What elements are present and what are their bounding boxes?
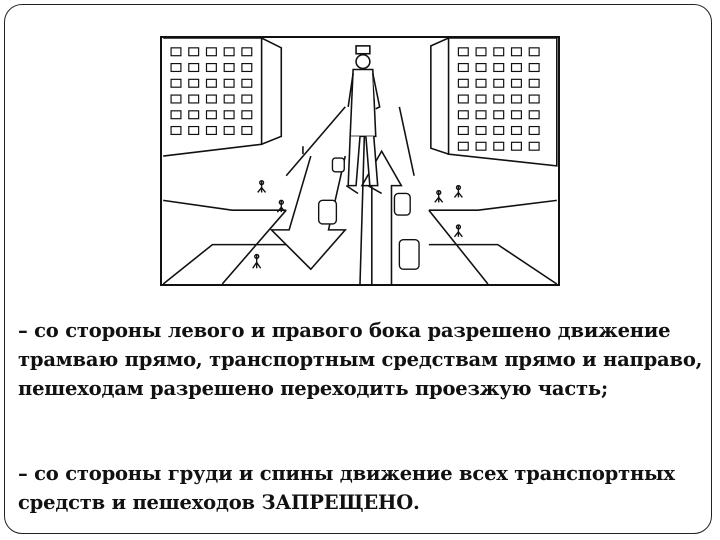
car-1 [317, 199, 338, 225]
rule-paragraph-sides: – со стороны левого и правого бока разре… [18, 319, 703, 400]
lane-line [359, 116, 366, 284]
windows-right [457, 47, 540, 151]
road-edges [162, 106, 558, 284]
windows-left [170, 47, 253, 136]
traffic-controller-figure [345, 45, 383, 195]
pedestrians [252, 179, 463, 269]
building-right [430, 38, 558, 167]
car-2 [393, 192, 411, 216]
arrow-left-down [269, 155, 347, 271]
cars [317, 157, 420, 270]
rule-paragraph-chest-back: – со стороны груди и спины движение всех… [18, 462, 675, 514]
intersection-drawing [162, 38, 558, 284]
car-3 [398, 239, 420, 270]
arrow-right-up [360, 149, 403, 284]
building-left [163, 38, 283, 157]
intersection-illustration [160, 36, 560, 286]
car-4 [331, 157, 345, 173]
